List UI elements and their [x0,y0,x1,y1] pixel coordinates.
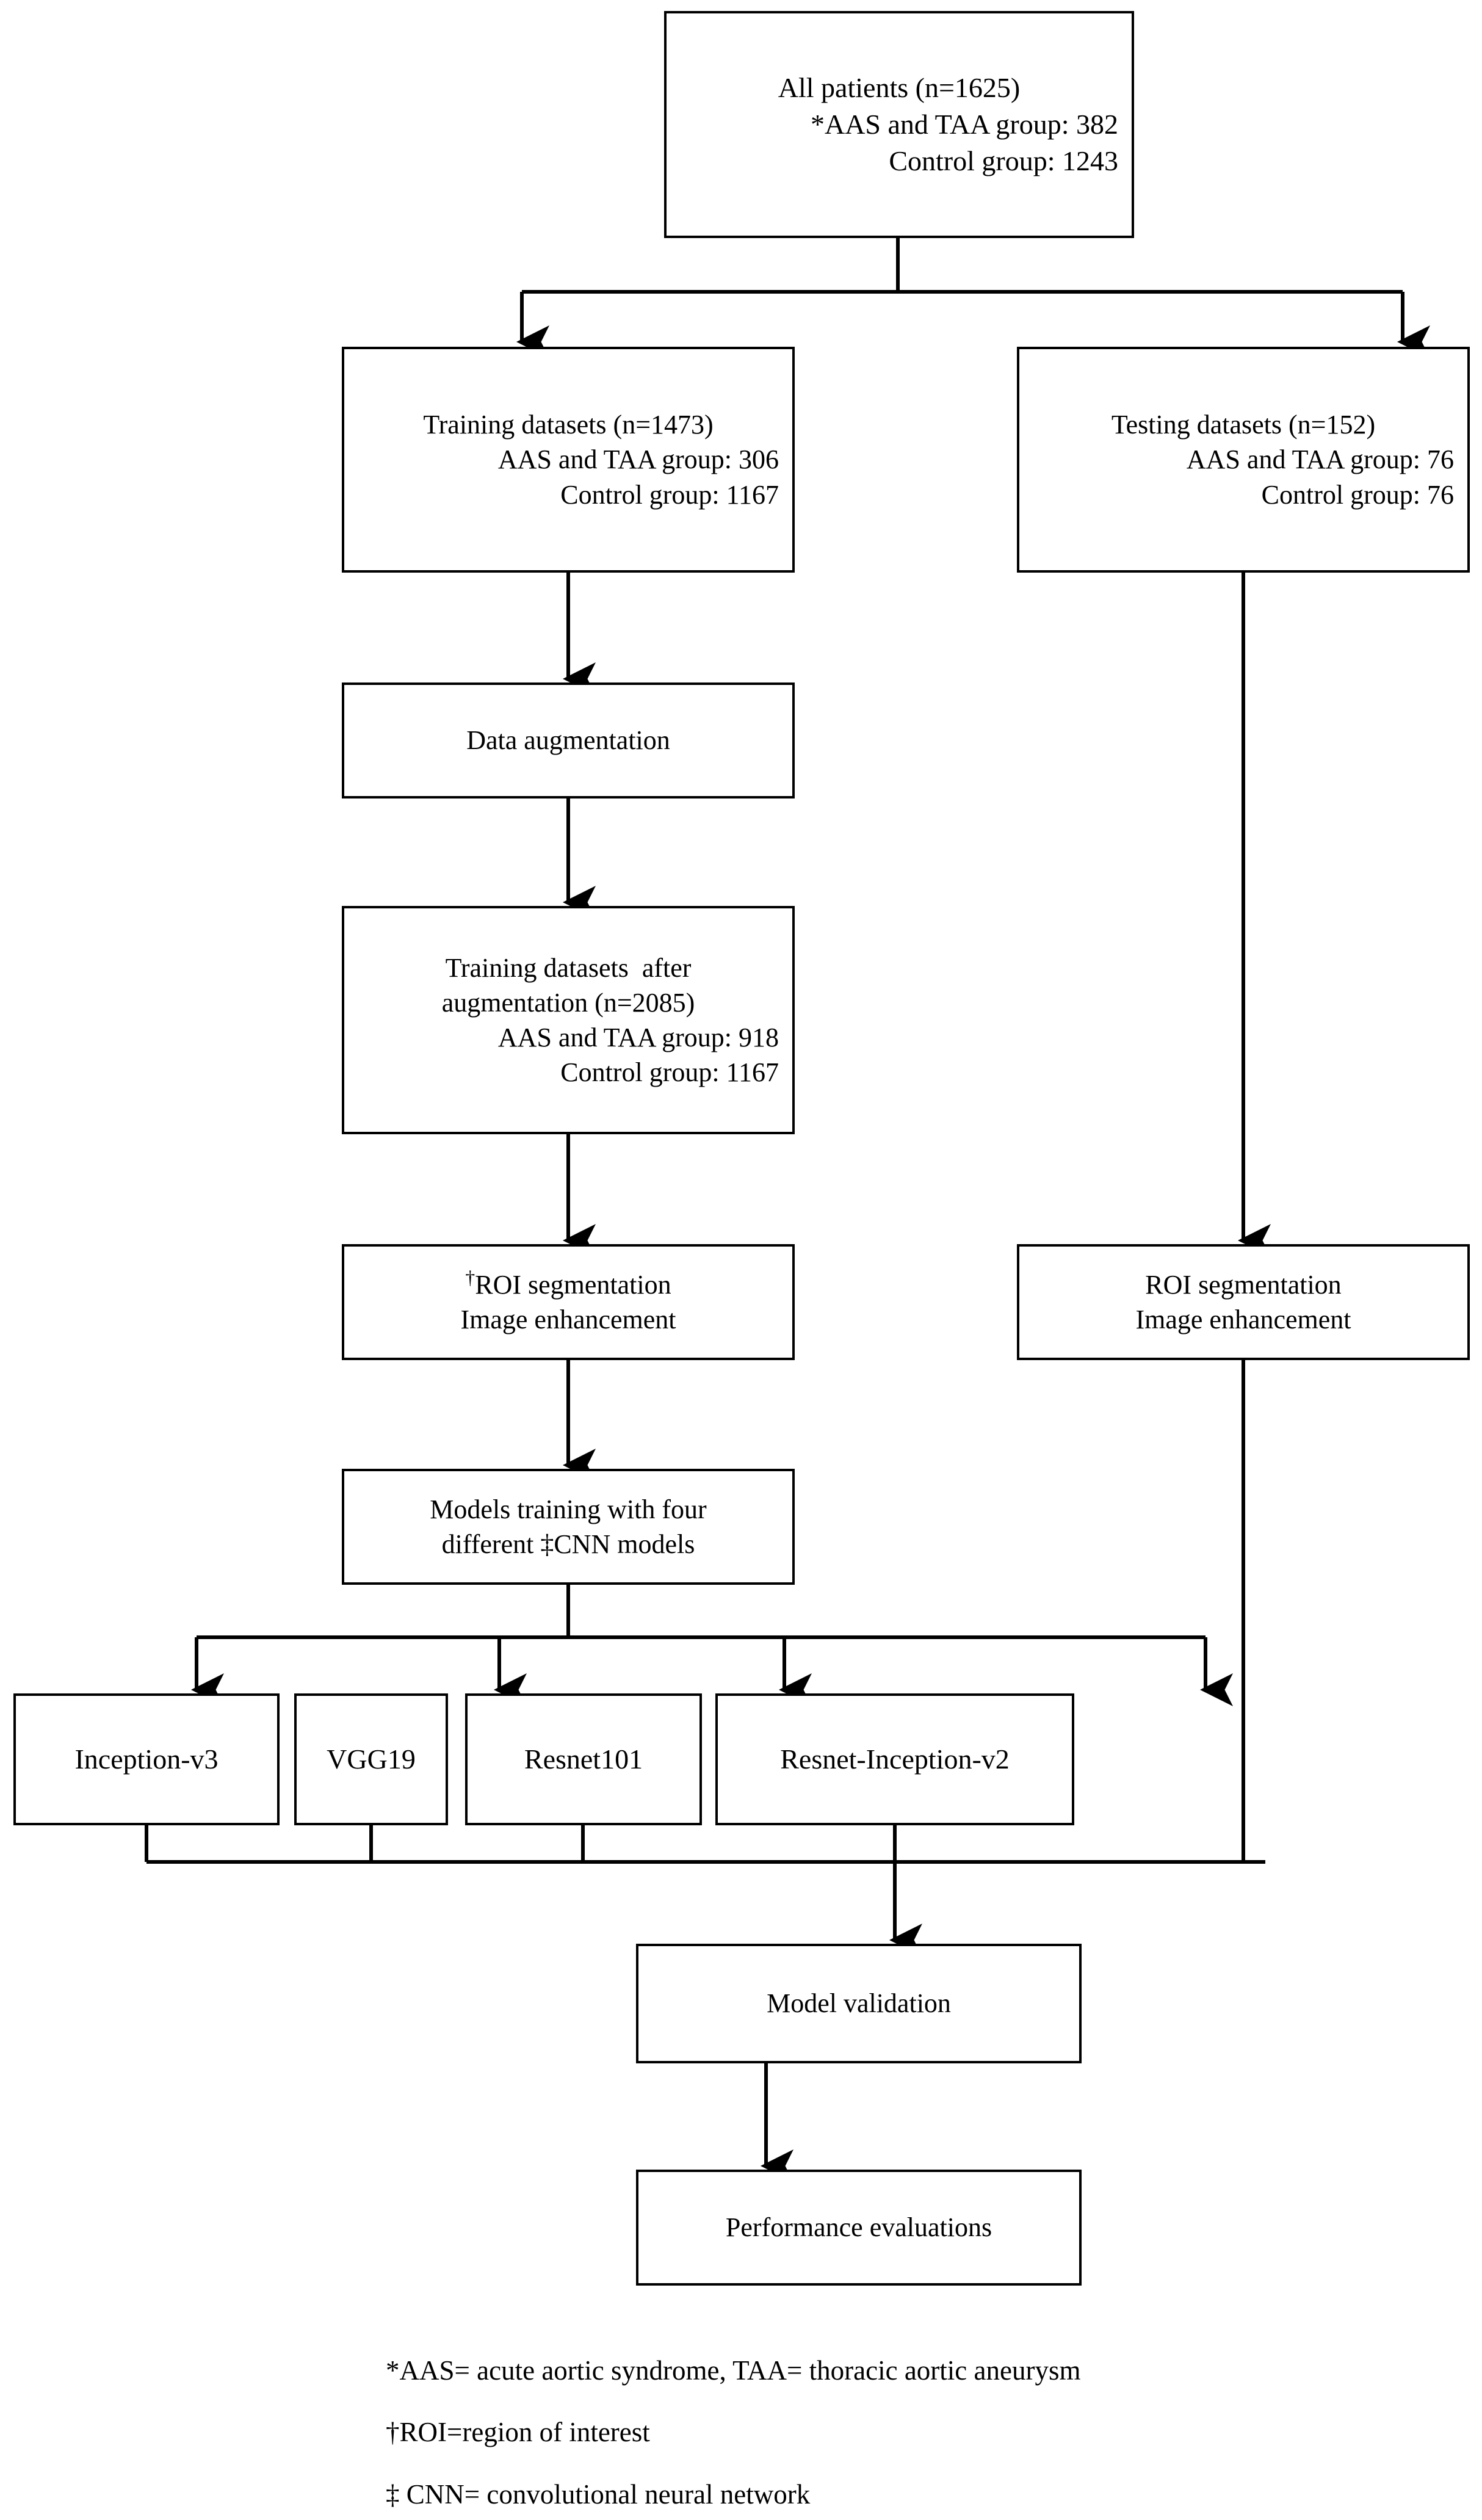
model-label-resnet-inception-v2: Resnet-Inception-v2 [780,1743,1010,1775]
training-datasets-line-2: AAS and TAA group: 306 [497,444,779,475]
roi-left-line-2: Image enhancement [460,1305,676,1334]
node-performance-evaluations: Performance evaluations [636,2170,1082,2286]
all-patients-line-1: All patients (n=1625) [778,72,1021,104]
models-training-line-1: Models training with four [430,1494,707,1524]
node-model-resnet101: Resnet101 [465,1693,702,1825]
footnote-roi: †ROI=region of interest [386,2417,650,2448]
models-training-line-2: different ‡CNN models [441,1529,695,1559]
training-datasets-line-3: Control group: 1167 [560,479,779,510]
node-all-patients: All patients (n=1625) *AAS and TAA group… [664,11,1134,238]
performance-evaluations-label: Performance evaluations [725,2212,992,2243]
all-patients-line-2: *AAS and TAA group: 382 [810,109,1118,140]
node-roi-segmentation-testing: ROI segmentation Image enhancement [1017,1244,1470,1360]
training-after-augmentation-line-3: AAS and TAA group: 918 [497,1023,779,1052]
footnote-aas-taa: *AAS= acute aortic syndrome, TAA= thorac… [386,2355,1081,2386]
testing-datasets-line-1: Testing datasets (n=152) [1111,410,1376,440]
model-label-inception-v3: Inception-v3 [74,1743,219,1775]
node-testing-datasets: Testing datasets (n=152) AAS and TAA gro… [1017,347,1470,573]
node-model-resnet-inception-v2: Resnet-Inception-v2 [715,1693,1074,1825]
node-roi-segmentation-training: †ROI segmentation Image enhancement [342,1244,795,1360]
roi-right-line-1: ROI segmentation [1145,1269,1342,1300]
model-label-vgg19: VGG19 [327,1743,416,1775]
training-after-augmentation-line-4: Control group: 1167 [560,1057,779,1088]
training-after-augmentation-line-2: augmentation (n=2085) [441,987,695,1018]
node-training-datasets: Training datasets (n=1473) AAS and TAA g… [342,347,795,573]
data-augmentation-label: Data augmentation [466,725,670,756]
all-patients-line-3: Control group: 1243 [889,145,1118,176]
node-model-inception-v3: Inception-v3 [13,1693,280,1825]
node-model-validation: Model validation [636,1944,1082,2063]
roi-left-text: ROI segmentation [475,1269,671,1300]
training-datasets-line-1: Training datasets (n=1473) [423,410,714,440]
roi-left-line-1: †ROI segmentation [344,1267,792,1302]
footnote-cnn: ‡ CNN= convolutional neural network [386,2478,811,2510]
dagger-icon: † [465,1267,475,1289]
model-label-resnet101: Resnet101 [524,1743,643,1775]
footnotes: *AAS= acute aortic syndrome, TAA= thorac… [386,2356,1362,2520]
roi-right-line-2: Image enhancement [1135,1305,1351,1334]
node-models-training: Models training with four different ‡CNN… [342,1469,795,1585]
model-validation-label: Model validation [767,1988,951,2019]
testing-datasets-line-3: Control group: 76 [1261,479,1454,510]
node-model-vgg19: VGG19 [294,1693,448,1825]
training-after-augmentation-line-1: Training datasets after [445,952,692,983]
node-training-after-augmentation: Training datasets after augmentation (n=… [342,906,795,1134]
node-data-augmentation: Data augmentation [342,682,795,798]
testing-datasets-line-2: AAS and TAA group: 76 [1186,444,1454,475]
